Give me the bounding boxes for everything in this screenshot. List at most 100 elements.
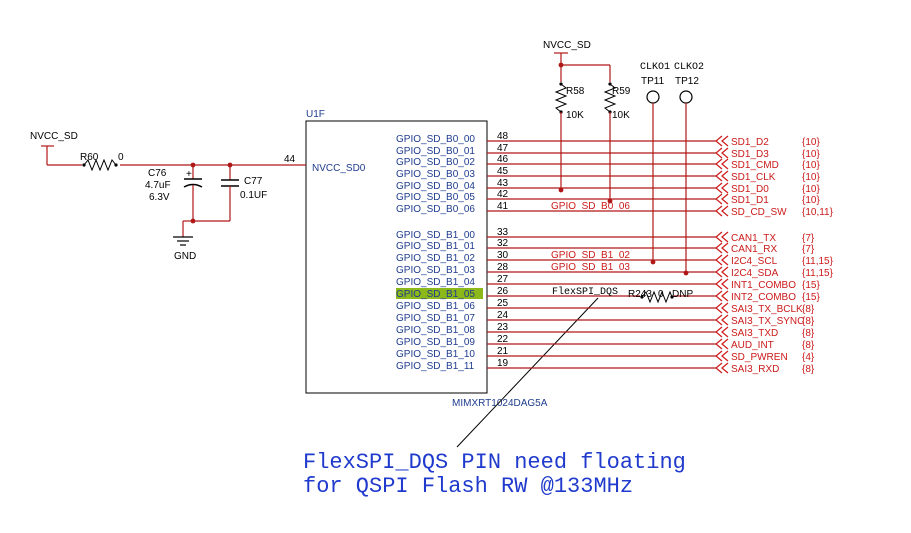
c76-voltage: 6.3V [149,192,170,203]
net-label[interactable]: SD1_D2 [731,137,769,148]
pin-number: 23 [497,322,509,333]
off-page-connector[interactable] [715,231,729,243]
off-page-connector[interactable] [715,314,729,326]
sheet-ref: {10} [802,160,820,171]
net-label[interactable]: SD_PWREN [731,352,788,363]
svg-text:+: + [186,169,192,180]
sheet-ref: {8} [802,340,815,351]
top-rail-label: NVCC_SD [543,40,591,51]
r60-resistor[interactable] [82,158,120,172]
net-label[interactable]: SAI3_RXD [731,364,779,375]
net-label[interactable]: AUD_INT [731,340,774,351]
r243-ref: R243 [628,289,652,300]
tp12-ref: TP12 [675,76,699,87]
junction-dot [650,259,656,265]
net-label[interactable]: SAI3_TX_SYNC [731,316,804,327]
net-label[interactable]: CAN1_TX [731,233,776,244]
pin-number: 28 [497,262,509,273]
c76-value: 4.7uF [145,180,171,191]
pin-number: 19 [497,358,509,369]
pin-name: GPIO_SD_B1_06 [396,301,475,312]
r59-ref: R59 [612,86,631,97]
wire-label: GPIO_SD_B1_02 [551,250,630,261]
pin-number: 45 [497,166,509,177]
net-label[interactable]: CAN1_RX [731,244,777,255]
pin-name: GPIO_SD_B0_03 [396,169,475,180]
pin-name: GPIO_SD_B1_03 [396,265,475,276]
net-label[interactable]: SD1_D1 [731,195,769,206]
off-page-connector[interactable] [715,182,729,194]
annotation-line2: for QSPI Flash RW @133MHz [303,474,633,499]
off-page-connector[interactable] [715,338,729,350]
net-label[interactable]: INT2_COMBO [731,292,796,303]
c76-capacitor[interactable]: + [183,165,203,221]
off-page-connector[interactable] [715,326,729,338]
r60-value: 0 [118,152,124,163]
pin-number: 27 [497,274,509,285]
net-label[interactable]: SD1_CMD [731,160,779,171]
off-page-connector[interactable] [715,193,729,205]
off-page-connector[interactable] [715,205,729,217]
sheet-ref: {15} [802,280,820,291]
net-label[interactable]: I2C4_SCL [731,256,778,267]
annotation-leader [456,297,599,448]
net-label[interactable]: INT1_COMBO [731,280,796,291]
c77-capacitor[interactable] [221,165,239,221]
net-label[interactable]: I2C4_SDA [731,268,779,279]
pin-number: 42 [497,189,509,200]
pin-name: GPIO_SD_B1_08 [396,325,475,336]
pin-number: 47 [497,143,509,154]
r243-resistor[interactable] [640,290,674,304]
c77-ref: C77 [244,176,263,187]
tp11-net: CLKO1 [640,62,670,73]
off-page-connector[interactable] [715,242,729,254]
pin-name: GPIO_SD_B1_00 [396,230,475,241]
sheet-ref: {10} [802,137,820,148]
annotation-line1: FlexSPI_DQS PIN need floating [303,450,686,475]
pin-highlight [396,288,483,299]
off-page-connector[interactable] [715,290,729,302]
tp12-circle[interactable] [679,90,693,104]
r59-resistor[interactable] [603,65,617,201]
sheet-ref: {8} [802,328,815,339]
sheet-ref: {10} [802,149,820,160]
ground-symbol [173,236,193,246]
pin-name: GPIO_SD_B0_04 [396,181,475,192]
off-page-connector[interactable] [715,170,729,182]
c77-value: 0.1UF [240,190,267,201]
pin-name: GPIO_SD_B1_01 [396,241,475,252]
pin-number: 30 [497,250,509,261]
pin-name: GPIO_SD_B1_04 [396,277,475,288]
net-label[interactable]: SAI3_TXD [731,328,778,339]
off-page-connector[interactable] [715,158,729,170]
r60-ref: R60 [80,152,99,163]
wire-label: GPIO_SD_B0_06 [551,201,630,212]
net-label[interactable]: SAI3_TX_BCLK [731,304,803,315]
tp11-circle[interactable] [646,90,660,104]
off-page-connector[interactable] [715,135,729,147]
tp12-net: CLKO2 [674,62,704,73]
off-page-connector[interactable] [715,362,729,374]
off-page-connector[interactable] [715,278,729,290]
off-page-connector[interactable] [715,350,729,362]
junction-dot [683,270,689,276]
wire-label: GPIO_SD_B1_03 [551,262,630,273]
power-pin-number: 44 [284,154,296,165]
pin-name: GPIO_SD_B1_11 [396,361,475,372]
off-page-connector[interactable] [715,147,729,159]
off-page-connector[interactable] [715,254,729,266]
off-page-connector[interactable] [715,266,729,278]
pin-number: 48 [497,131,509,142]
pin-number: 46 [497,154,509,165]
r58-resistor[interactable] [554,65,568,190]
sheet-ref: {11,15} [802,268,834,279]
net-label[interactable]: SD1_CLK [731,172,776,183]
net-label[interactable]: SD1_D3 [731,149,769,160]
pin-number: 25 [497,298,509,309]
net-label[interactable]: SD_CD_SW [731,207,787,218]
chip-body[interactable] [305,120,488,394]
off-page-connector[interactable] [715,302,729,314]
net-label[interactable]: SD1_D0 [731,184,769,195]
r58-value: 10K [566,110,584,121]
